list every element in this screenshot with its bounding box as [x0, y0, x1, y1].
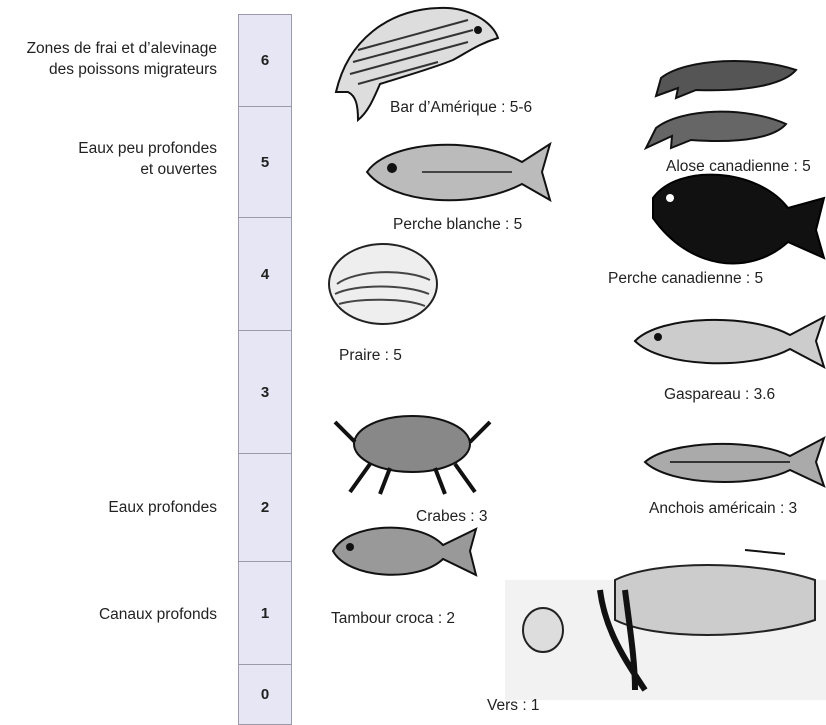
- zone-label-spawning-line1: Zones de frai et d’alevinage: [27, 38, 217, 59]
- level-1: 1: [238, 561, 292, 665]
- caption-yellow-perch: Perche canadienne : 5: [608, 270, 763, 288]
- caption-white-perch: Perche blanche : 5: [393, 216, 522, 234]
- level-6: 6: [238, 14, 292, 107]
- clam-illustration: [325, 240, 440, 328]
- level-2: 2: [238, 453, 292, 562]
- zone-label-channels-line1: Canaux profonds: [99, 604, 217, 625]
- caption-crabs: Crabes : 3: [416, 508, 488, 526]
- alewife-illustration: [630, 305, 826, 377]
- zone-label-spawning-line2: des poissons migrateurs: [27, 59, 217, 80]
- shad-illustration: [636, 48, 811, 158]
- zone-label-deep-channels: Canaux profonds: [99, 604, 217, 625]
- caption-clam: Praire : 5: [339, 347, 402, 365]
- zone-label-shallow-line2: et ouvertes: [78, 159, 217, 180]
- level-3: 3: [238, 330, 292, 454]
- caption-alewife: Gaspareau : 3.6: [664, 386, 775, 404]
- worms-illustration: [505, 540, 826, 700]
- zone-label-spawning: Zones de frai et d’alevinage des poisson…: [27, 38, 217, 80]
- crab-illustration: [330, 402, 495, 497]
- white-perch-illustration: [362, 132, 554, 212]
- caption-croaker: Tambour croca : 2: [331, 610, 455, 628]
- caption-shad: Alose canadienne : 5: [666, 158, 811, 176]
- zone-label-deep-line1: Eaux profondes: [108, 497, 217, 518]
- yellow-perch-illustration: [648, 158, 826, 283]
- caption-worms: Vers : 1: [487, 697, 540, 715]
- zone-label-shallow-line1: Eaux peu profondes: [78, 138, 217, 159]
- zone-label-shallow-open: Eaux peu profondes et ouvertes: [78, 138, 217, 180]
- caption-anchovy: Anchois américain : 3: [649, 500, 797, 518]
- level-4: 4: [238, 217, 292, 331]
- depth-level-scale: 6 5 4 3 2 1 0: [238, 14, 294, 725]
- anchovy-illustration: [640, 428, 826, 498]
- level-5: 5: [238, 106, 292, 218]
- zone-label-deep-water: Eaux profondes: [108, 497, 217, 518]
- caption-striped-bass: Bar d’Amérique : 5-6: [390, 99, 532, 117]
- level-0: 0: [238, 664, 292, 725]
